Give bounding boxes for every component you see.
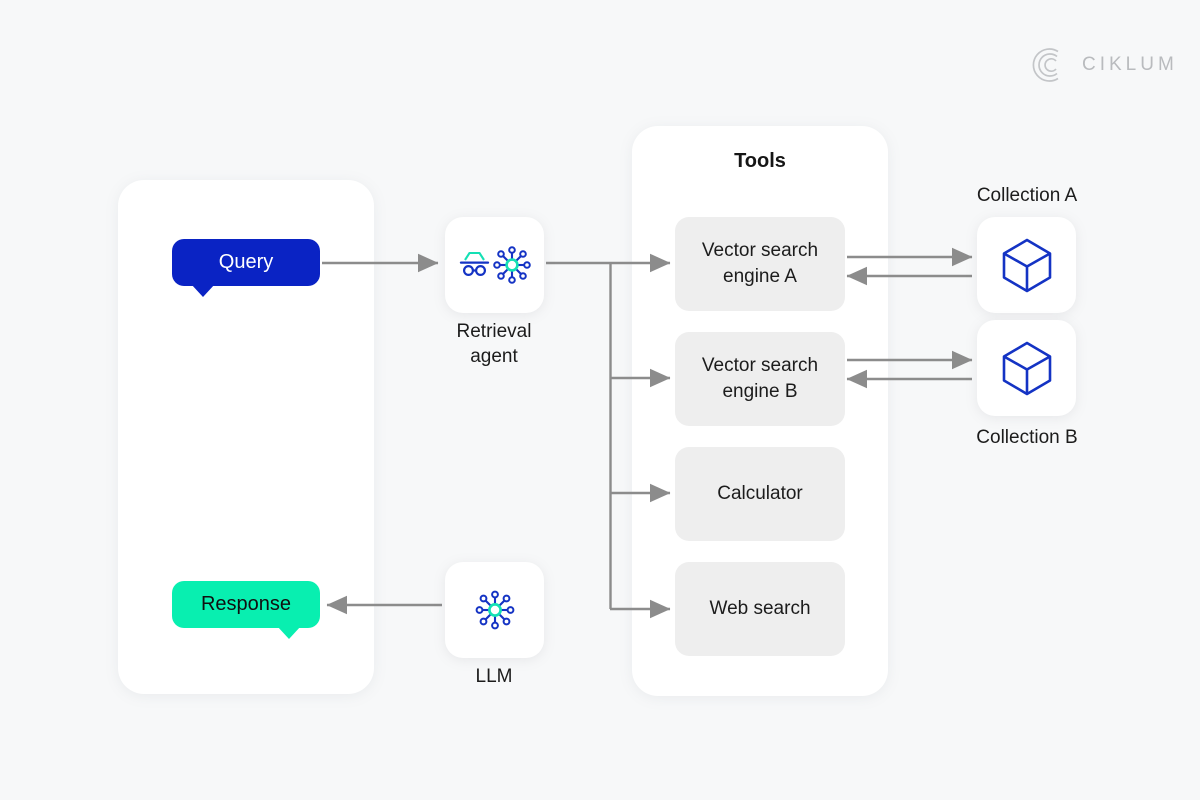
tool-card-vector-search-engine-b[interactable]: Vector search engine B: [675, 332, 845, 426]
collection-b-label: Collection B: [976, 427, 1078, 448]
brand-name: CIKLUM: [1082, 54, 1178, 75]
collection-a-tile[interactable]: [977, 217, 1076, 313]
retrieval-agent-label-line2: agent: [470, 346, 518, 367]
retrieval-agent-tile[interactable]: [445, 217, 544, 313]
retrieval-agent-label-line1: Retrieval: [456, 321, 532, 342]
response-bubble-tail: [277, 626, 301, 639]
tool-1-line1: Vector search: [701, 355, 819, 376]
network-hub-icon: [492, 246, 531, 284]
retrieval-agent-icons: [459, 246, 531, 284]
tool-card-web-search[interactable]: Web search: [675, 562, 845, 656]
query-bubble[interactable]: Query: [172, 239, 320, 297]
llm-tile[interactable]: [445, 562, 544, 658]
tool-card-vector-search-engine-a[interactable]: Vector search engine A: [675, 217, 845, 311]
cube-icon: [1002, 238, 1051, 293]
network-hub-icon: [475, 590, 514, 630]
cube-icon: [1002, 341, 1051, 396]
retrieval-agent-label: Retrieval agent: [404, 319, 584, 369]
tools-panel-title: Tools: [734, 150, 786, 172]
ciklum-logo-icon: [1032, 48, 1059, 82]
tool-0-line1: Vector search: [701, 240, 819, 261]
brand-logo: CIKLUM: [1028, 45, 1178, 85]
collection-b-tile[interactable]: [977, 320, 1076, 416]
tool-1-line2: engine B: [722, 381, 798, 402]
tool-0-line2: engine A: [723, 266, 797, 287]
tool-2-line1: Calculator: [717, 483, 803, 504]
llm-label: LLM: [475, 666, 513, 687]
response-label: Response: [200, 593, 292, 615]
response-bubble[interactable]: Response: [172, 581, 320, 639]
query-bubble-tail: [191, 284, 215, 297]
query-label: Query: [218, 251, 274, 273]
detective-hat-glasses-icon: [459, 251, 489, 277]
tool-3-line1: Web search: [709, 598, 811, 619]
tool-card-calculator[interactable]: Calculator: [675, 447, 845, 541]
collection-a-label: Collection A: [976, 185, 1078, 206]
